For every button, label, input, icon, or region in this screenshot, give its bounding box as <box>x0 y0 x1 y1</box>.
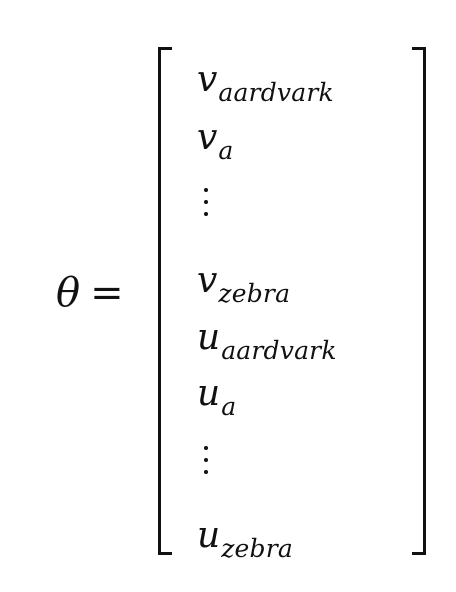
left-bracket <box>158 47 172 555</box>
entry-base: u <box>197 515 221 556</box>
entry-subscript: a <box>218 136 234 165</box>
entry-subscript: aardvark <box>218 78 334 107</box>
ellipsis-dot <box>204 446 208 450</box>
entry-base: v <box>197 59 218 100</box>
entry-subscript: a <box>221 392 237 421</box>
ellipsis-dot <box>204 470 208 474</box>
entry-base: u <box>197 317 221 358</box>
ellipsis-dot <box>204 200 208 204</box>
entry-base: v <box>197 117 218 158</box>
entry-subscript: zebra <box>218 279 291 308</box>
ellipsis-dot <box>204 188 208 192</box>
vector-entry-u-a: ua <box>197 376 236 420</box>
vector-entry-u-zebra: uzebra <box>197 518 293 562</box>
entry-base: u <box>197 373 221 414</box>
equals-sign: = <box>90 270 124 316</box>
vertical-ellipsis-1 <box>204 188 214 232</box>
entry-subscript: zebra <box>221 534 294 563</box>
vector-entry-u-aardvark: uaardvark <box>197 320 337 364</box>
ellipsis-dot <box>204 458 208 462</box>
vector-entry-v-zebra: vzebra <box>197 263 290 307</box>
vertical-ellipsis-2 <box>204 446 214 490</box>
entry-base: v <box>197 260 218 301</box>
entry-subscript: aardvark <box>221 336 337 365</box>
ellipsis-dot <box>204 212 208 216</box>
equation-lhs: θ= <box>56 273 124 313</box>
vector-entry-v-aardvark: vaardvark <box>197 62 334 106</box>
theta-symbol: θ <box>56 270 81 316</box>
right-bracket <box>412 47 426 555</box>
vector-entry-v-a: va <box>197 120 233 164</box>
